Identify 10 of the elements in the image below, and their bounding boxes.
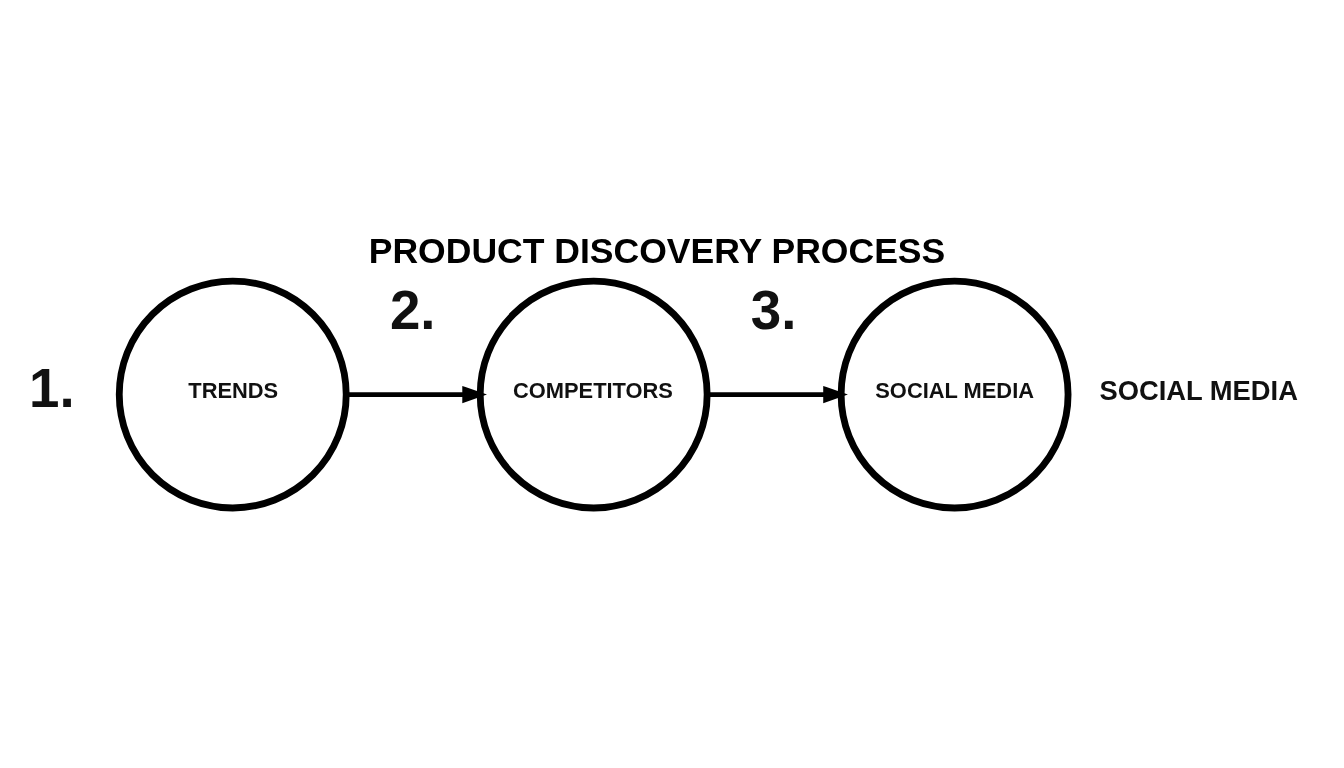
node-circle: TRENDS bbox=[115, 277, 350, 512]
diagram-title: PRODUCT DISCOVERY PROCESS bbox=[368, 231, 946, 272]
node-label: 3. bbox=[750, 278, 797, 341]
node-label: 1. bbox=[29, 356, 75, 419]
node-label: 2. bbox=[389, 278, 436, 341]
arrow bbox=[707, 385, 848, 404]
node-label: SOCIAL MEDIA bbox=[1099, 375, 1298, 406]
arrow bbox=[346, 385, 487, 404]
node-circle: SOCIAL MEDIA bbox=[837, 277, 1072, 512]
node-circle: COMPETITORS bbox=[476, 277, 711, 512]
